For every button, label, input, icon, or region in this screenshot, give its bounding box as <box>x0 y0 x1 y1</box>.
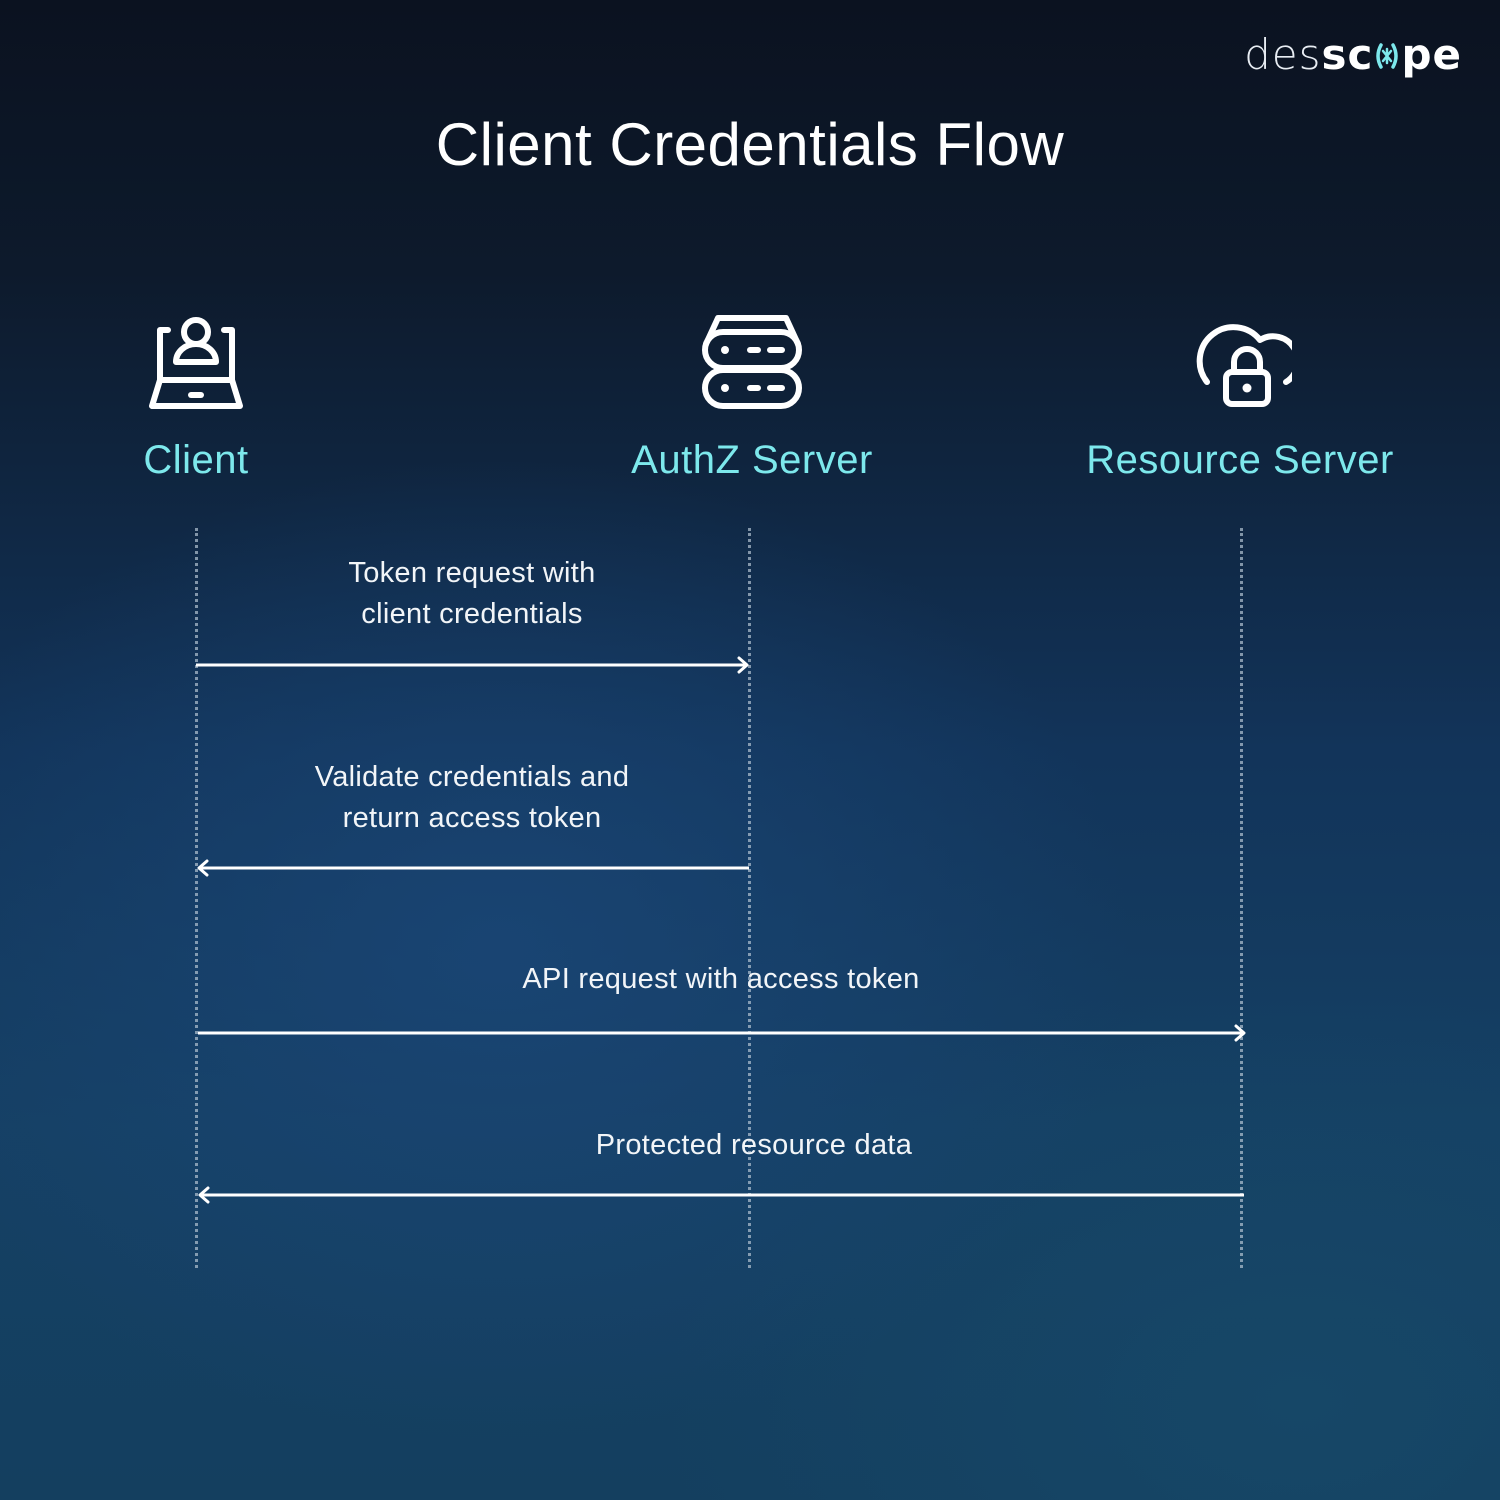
arrow-api-request <box>198 1024 1246 1042</box>
server-stack-icon <box>702 315 802 409</box>
message-label-line: return access token <box>342 802 602 834</box>
actor-label-authz-server: AuthZ Server <box>631 438 873 482</box>
arrow-token-request <box>196 656 749 674</box>
laptop-user-icon <box>149 317 243 409</box>
actor-resource-server: Resource Server <box>1060 310 1420 483</box>
lifeline-authz-server <box>748 528 751 1268</box>
arrow-return-access-token <box>197 859 749 877</box>
message-label-line: Protected resource data <box>595 1129 913 1161</box>
message-label-validate-credentials: Validate credentials and return access t… <box>197 757 747 839</box>
logo-mark-icon <box>1374 32 1400 69</box>
message-label-token-request: Token request with client credentials <box>197 553 747 635</box>
actor-authz-server: AuthZ Server <box>572 310 932 483</box>
lifeline-resource-server <box>1240 528 1243 1268</box>
logo-text-bold-end: pe <box>1401 30 1462 79</box>
message-label-protected-resource: Protected resource data <box>230 1125 1278 1166</box>
logo-text-light: des <box>1244 30 1322 79</box>
lifeline-client <box>195 528 198 1268</box>
message-label-line: Validate credentials and <box>314 761 630 793</box>
cloud-lock-icon <box>1196 324 1292 407</box>
message-label-line: API request with access token <box>522 963 920 995</box>
actor-label-resource-server: Resource Server <box>1086 438 1394 482</box>
message-label-api-request: API request with access token <box>197 959 1245 1000</box>
page-title: Client Credentials Flow <box>435 111 1065 178</box>
message-label-line: client credentials <box>361 598 583 630</box>
message-label-line: Token request with <box>348 557 596 589</box>
actor-client: Client <box>16 310 376 483</box>
arrow-protected-resource <box>198 1186 1244 1204</box>
actor-label-client: Client <box>143 438 249 482</box>
logo-text-bold: sc <box>1321 30 1374 79</box>
